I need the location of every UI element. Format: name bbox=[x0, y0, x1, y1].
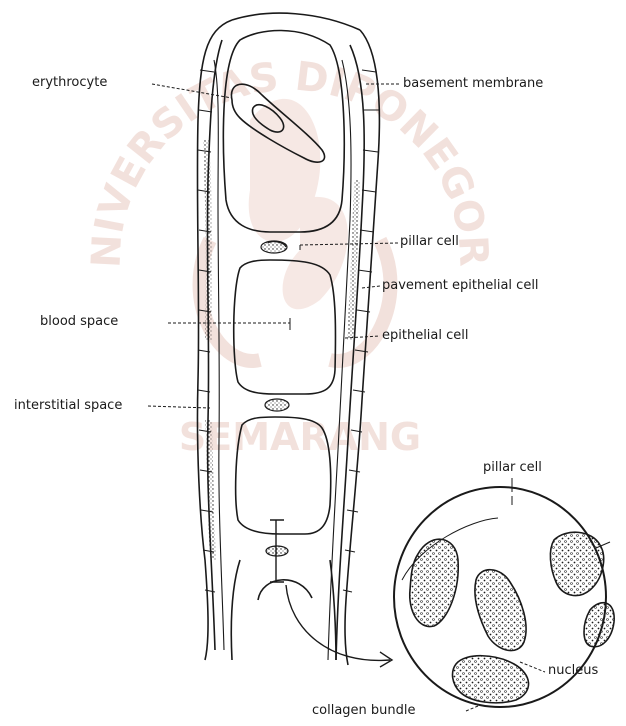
label-collagen-bundle: collagen bundle bbox=[312, 704, 416, 718]
pillar-cell-2 bbox=[265, 399, 289, 411]
nucleus-1 bbox=[410, 539, 458, 626]
nucleus-2 bbox=[475, 570, 526, 651]
nucleus-5 bbox=[453, 656, 529, 703]
label-pillar-cell: pillar cell bbox=[400, 235, 459, 249]
label-erythrocyte: erythrocyte bbox=[32, 76, 107, 90]
label-nucleus: nucleus bbox=[548, 664, 598, 678]
label-blood-space: blood space bbox=[40, 315, 118, 329]
pillar-cell-1 bbox=[261, 241, 287, 253]
label-epithelial-cell: epithelial cell bbox=[382, 329, 469, 343]
label-interstitial-space: interstitial space bbox=[14, 399, 122, 413]
blood-space-bottom bbox=[231, 560, 336, 660]
watermark-text-bottom: SEMARANG bbox=[179, 415, 421, 459]
pillar-cell-3 bbox=[266, 546, 288, 556]
label-basement-membrane: basement membrane bbox=[403, 77, 543, 91]
nucleus-4 bbox=[584, 603, 614, 647]
nucleus-3 bbox=[550, 532, 603, 595]
label-pillar-cell-inset: pillar cell bbox=[483, 461, 542, 475]
label-pavement-epithelial-cell: pavement epithelial cell bbox=[382, 279, 539, 293]
